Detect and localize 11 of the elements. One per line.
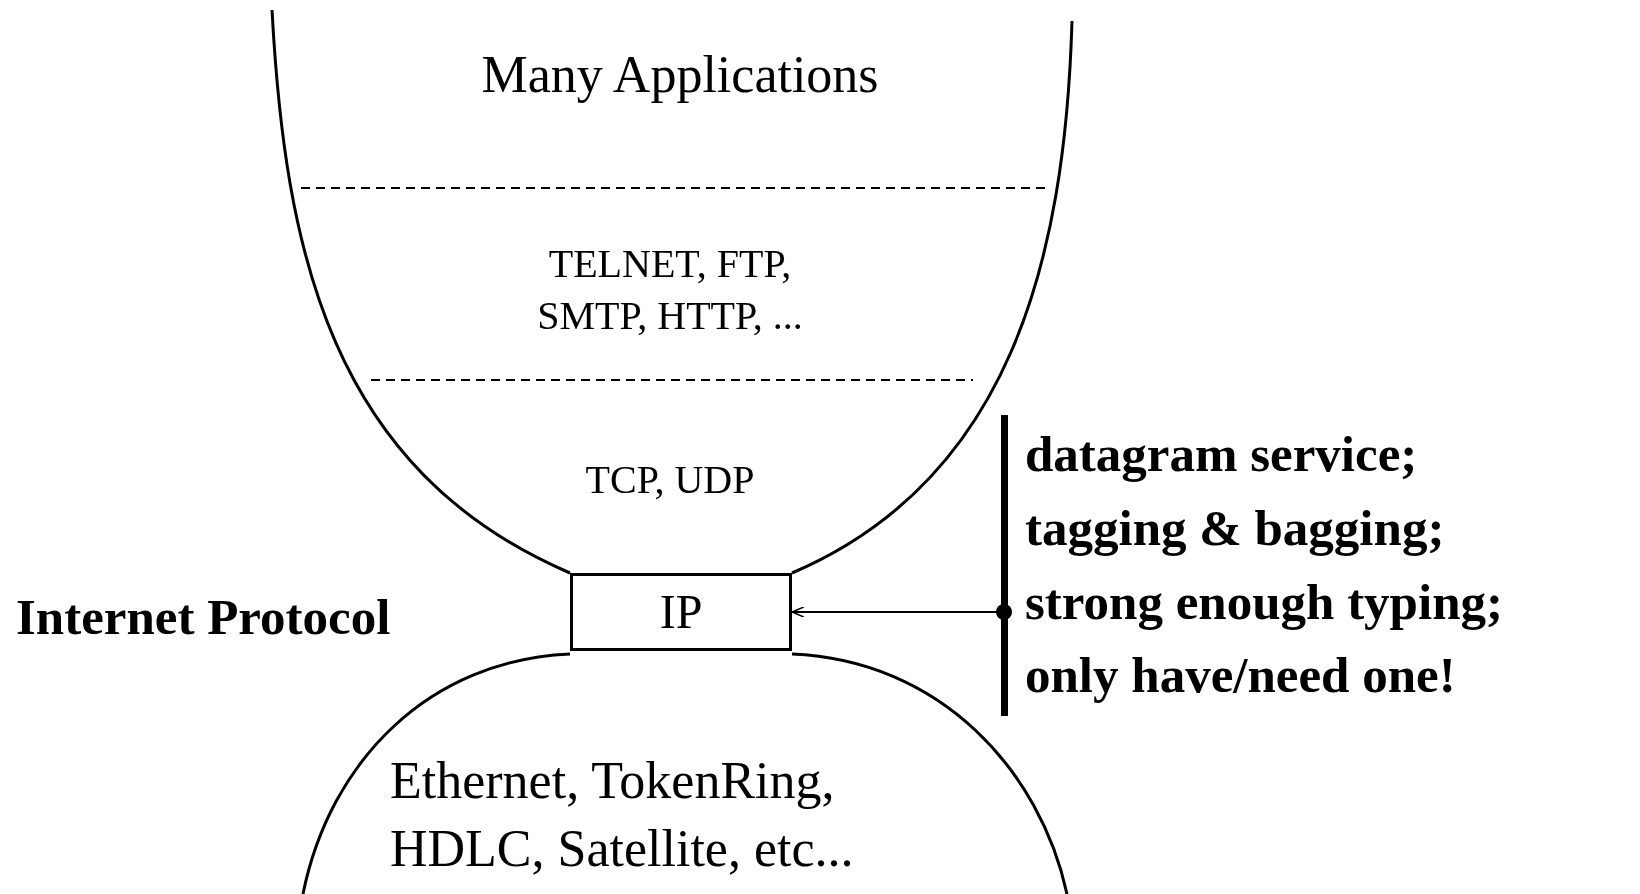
- note-text: tagging & bagging;: [1025, 498, 1445, 558]
- note-text: datagram service;: [1025, 424, 1418, 484]
- layer-label: Many Applications: [480, 45, 880, 106]
- note-text: strong enough typing;: [1025, 572, 1503, 632]
- layer-caption: Internet Protocol: [16, 588, 391, 646]
- protocol-box: [570, 573, 792, 651]
- note-text: only have/need one!: [1025, 646, 1456, 706]
- layer-label: TELNET, FTP, SMTP, HTTP, ...: [536, 240, 804, 340]
- layer-label: IP: [659, 583, 703, 640]
- layer-label: TCP, UDP: [584, 456, 756, 504]
- layer-label: Ethernet, TokenRing, HDLC, Satellite, etc...: [390, 751, 855, 879]
